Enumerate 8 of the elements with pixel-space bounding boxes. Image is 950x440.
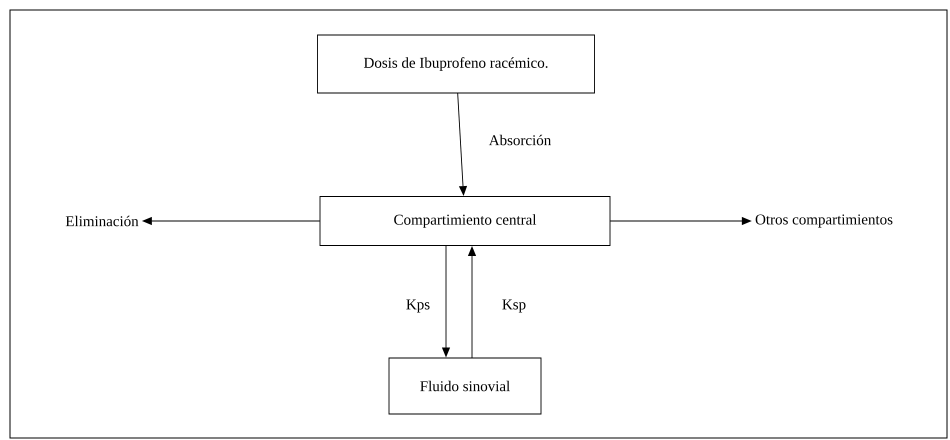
- edge-label: Kps: [404, 298, 432, 314]
- process-box: Compartimiento central: [320, 196, 610, 246]
- process-box: Fluido sinovial: [388, 358, 542, 414]
- output-label: Otros compartimientos: [756, 214, 892, 228]
- edge-label: Ksp: [500, 298, 528, 314]
- process-box: Dosis de Ibuprofeno racémico.: [317, 34, 595, 94]
- edge-label: Absorción: [488, 134, 552, 146]
- output-label: Eliminación: [66, 216, 138, 226]
